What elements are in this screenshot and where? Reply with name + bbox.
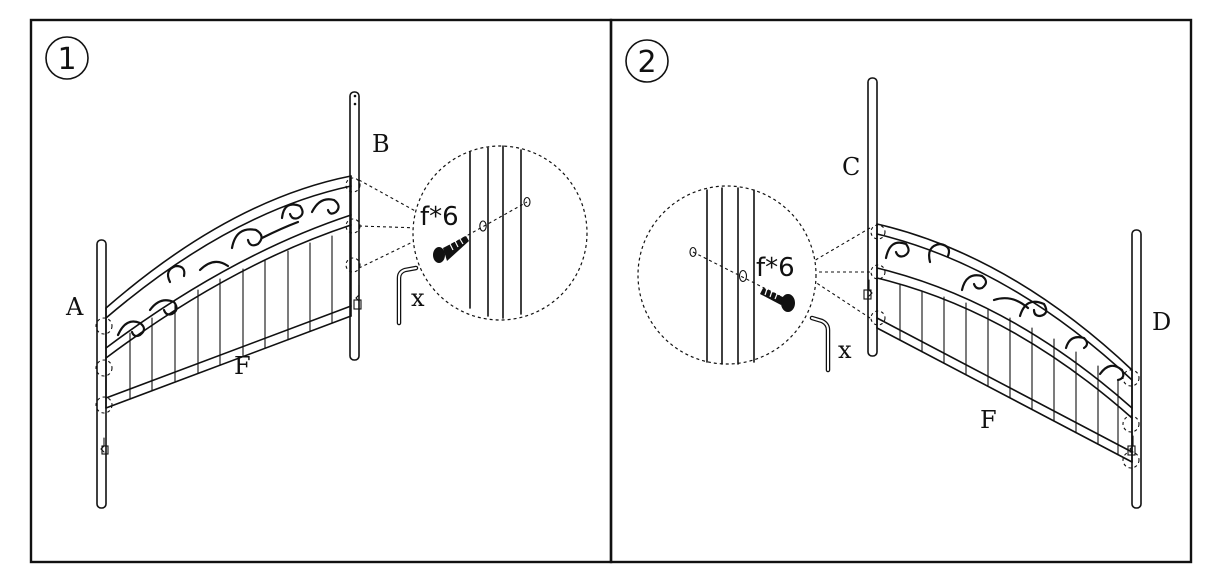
- step-1-number-text: 1: [57, 42, 76, 77]
- step-1-number: 1: [45, 36, 89, 80]
- fastener-quantity: f*6: [420, 202, 459, 232]
- step-2-number-text: 2: [637, 45, 656, 80]
- fastener-quantity-2: f*6: [756, 253, 795, 283]
- allen-key-icon-2: [809, 315, 831, 373]
- allen-key-icon: [396, 265, 419, 326]
- label-fence-f-2: F: [980, 406, 997, 434]
- label-post-c: C: [842, 153, 860, 181]
- label-tool-x-2: x: [838, 336, 852, 364]
- hex-socket-bolt-icon-2: [760, 288, 795, 312]
- step-2-detail-circle: f*6: [637, 185, 817, 365]
- fence-panel-f: [95, 175, 361, 414]
- label-post-b: B: [372, 130, 390, 158]
- scroll-ornament-2: [884, 241, 1125, 382]
- scroll-ornament: [116, 198, 340, 338]
- step-2-frame: [609, 18, 1193, 564]
- step-1-detail-circle: f*6: [412, 145, 588, 321]
- fence-panel-f-2: [870, 223, 1140, 469]
- washer-icon: [479, 220, 487, 232]
- step-2-panel: 2: [609, 18, 1193, 564]
- step-1-panel: 1: [29, 18, 613, 564]
- washer-icon-2: [738, 269, 748, 283]
- label-fence-f: F: [234, 352, 251, 380]
- step-2-leaders: [811, 227, 871, 319]
- post-c: [863, 77, 878, 357]
- label-tool-x: x: [411, 284, 425, 312]
- step-2-number: 2: [625, 39, 669, 83]
- hex-socket-bolt-icon: [433, 236, 469, 263]
- label-post-d: D: [1152, 308, 1171, 336]
- label-post-a: A: [65, 293, 84, 321]
